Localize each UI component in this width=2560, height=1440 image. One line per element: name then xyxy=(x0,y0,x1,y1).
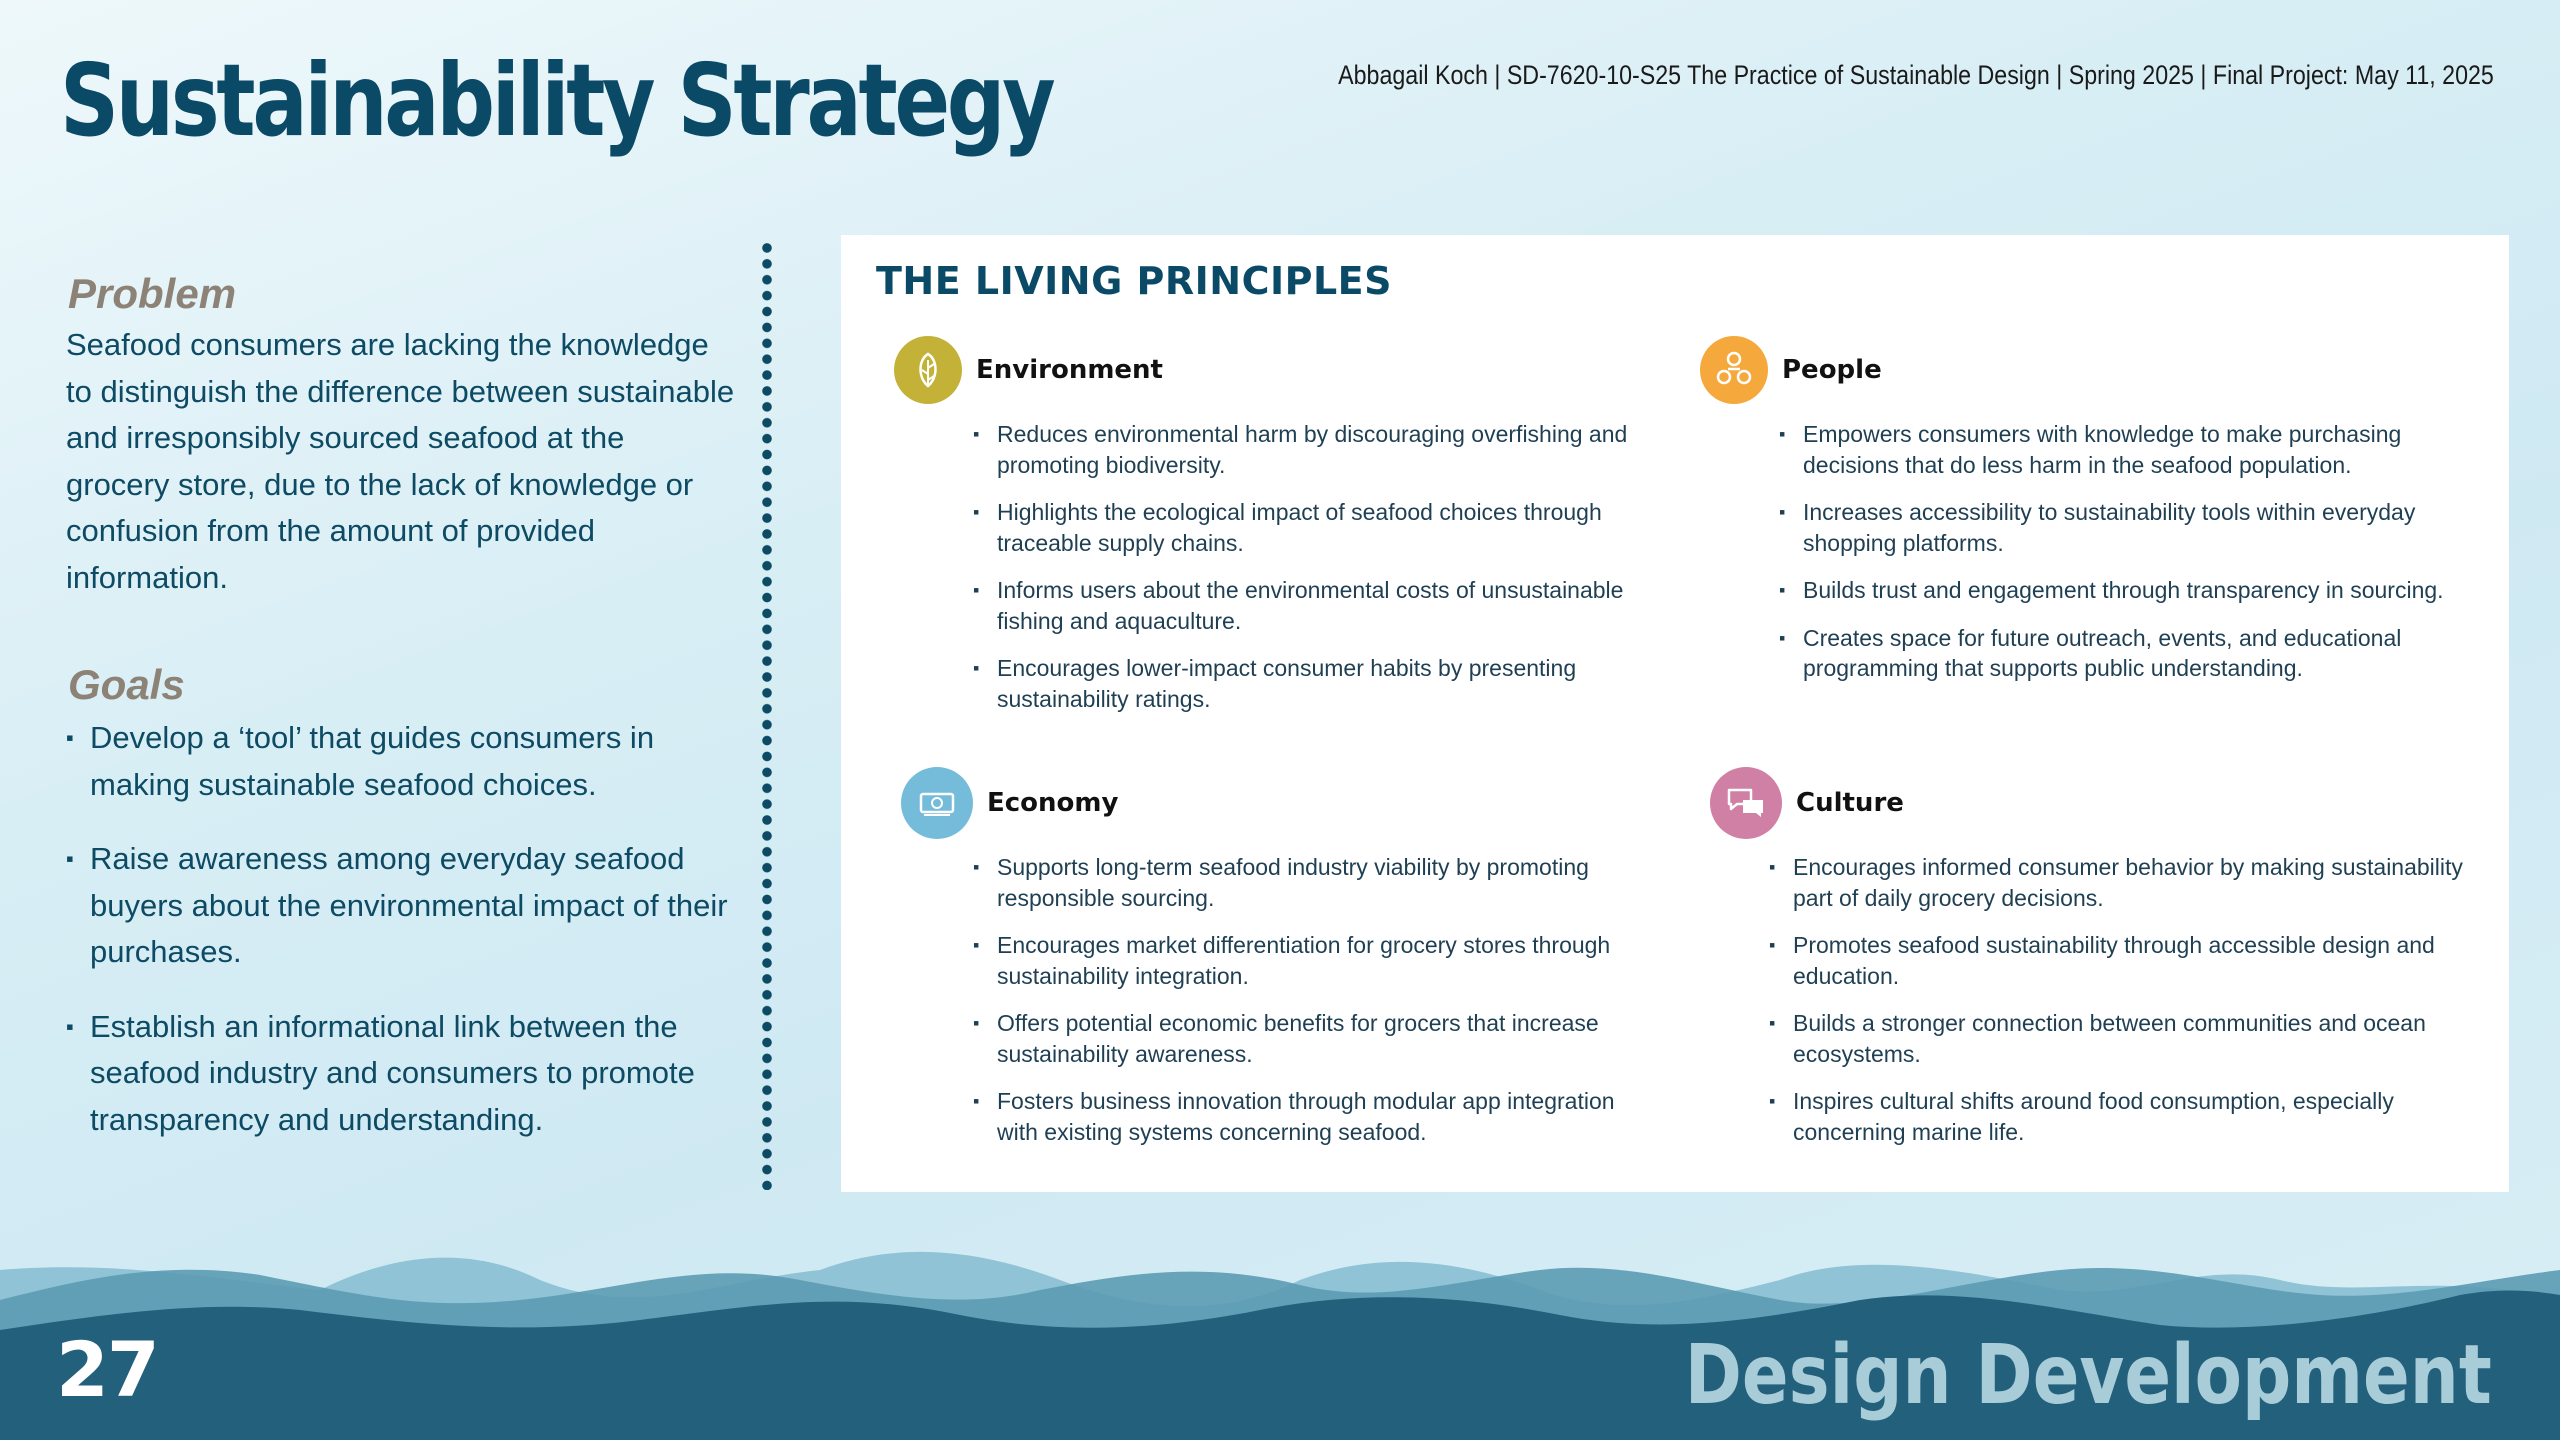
list-item: ▪Reduces environmental harm by discourag… xyxy=(973,421,1628,478)
section-title: Design Development xyxy=(1684,1328,2492,1423)
list-item: ▪Increases accessibility to sustainabili… xyxy=(1779,499,2416,556)
problem-section: Problem Seafood consumers are lacking th… xyxy=(66,270,736,601)
list-item: ▪Offers potential economic benefits for … xyxy=(973,1010,1599,1067)
money-icon xyxy=(901,767,973,839)
list-item: ▪Encourages lower-impact consumer habits… xyxy=(973,655,1577,712)
list-item: ▪Promotes seafood sustainability through… xyxy=(1769,932,2435,989)
living-principles-card: THE LIVING PRINCIPLES Environment ▪Reduc… xyxy=(841,235,2509,1192)
problem-goals-panel: Problem Seafood consumers are lacking th… xyxy=(66,270,736,1171)
list-item: ▪Builds a stronger connection between co… xyxy=(1769,1010,2426,1067)
chat-bubbles-icon xyxy=(1710,767,1782,839)
goal-item: ▪Establish an informational link between… xyxy=(66,1008,695,1137)
principle-name: Environment xyxy=(976,355,1163,385)
list-item: ▪Informs users about the environmental c… xyxy=(973,577,1624,634)
leaf-icon xyxy=(894,336,962,404)
principle-name: Culture xyxy=(1796,788,1904,818)
list-item: ▪Builds trust and engagement through tra… xyxy=(1779,577,2444,603)
dotted-divider xyxy=(762,240,772,1190)
list-item: ▪Creates space for future outreach, even… xyxy=(1779,624,2402,682)
problem-heading: Problem xyxy=(68,270,237,317)
goals-list: ▪Develop a ‘tool’ that guides consumers … xyxy=(66,715,736,1143)
goal-item: ▪Develop a ‘tool’ that guides consumers … xyxy=(66,720,655,802)
principle-list: ▪Empowers consumers with knowledge to ma… xyxy=(1779,419,2460,684)
goal-item: ▪Raise awareness among everyday seafood … xyxy=(66,841,728,969)
principle-people: People ▪Empowers consumers with knowledg… xyxy=(1700,335,2460,701)
goals-heading: Goals xyxy=(68,661,185,708)
list-item: ▪Inspires cultural shifts around food co… xyxy=(1769,1088,2394,1145)
principle-environment: Environment ▪Reduces environmental harm … xyxy=(894,335,1654,731)
page-number: 27 xyxy=(56,1325,160,1414)
principle-economy: Economy ▪Supports long-term seafood indu… xyxy=(901,767,1661,1164)
principle-culture: Culture ▪Encourages informed consumer be… xyxy=(1710,767,2470,1164)
principle-list: ▪Reduces environmental harm by discourag… xyxy=(973,419,1654,714)
list-item: ▪Supports long-term seafood industry via… xyxy=(973,854,1589,911)
course-info: Abbagail Koch | SD-7620-10-S25 The Pract… xyxy=(1338,60,2494,90)
principle-name: Economy xyxy=(987,788,1119,818)
problem-text: Seafood consumers are lacking the knowle… xyxy=(66,327,735,595)
principle-name: People xyxy=(1782,355,1882,385)
principles-title: THE LIVING PRINCIPLES xyxy=(876,259,1393,303)
page-title: Sustainability Strategy xyxy=(60,42,1056,159)
list-item: ▪Encourages market differentiation for g… xyxy=(973,932,1611,989)
list-item: ▪Empowers consumers with knowledge to ma… xyxy=(1779,421,2402,478)
list-item: ▪Fosters business innovation through mod… xyxy=(973,1088,1615,1145)
ocean-waves-decoration xyxy=(0,1251,2560,1440)
list-item: ▪Highlights the ecological impact of sea… xyxy=(973,499,1602,556)
people-icon xyxy=(1700,336,1768,404)
goals-section: Goals ▪Develop a ‘tool’ that guides cons… xyxy=(66,661,736,1143)
principle-list: ▪Supports long-term seafood industry via… xyxy=(973,852,1661,1147)
list-item: ▪Encourages informed consumer behavior b… xyxy=(1769,854,2463,911)
principle-list: ▪Encourages informed consumer behavior b… xyxy=(1769,852,2470,1147)
